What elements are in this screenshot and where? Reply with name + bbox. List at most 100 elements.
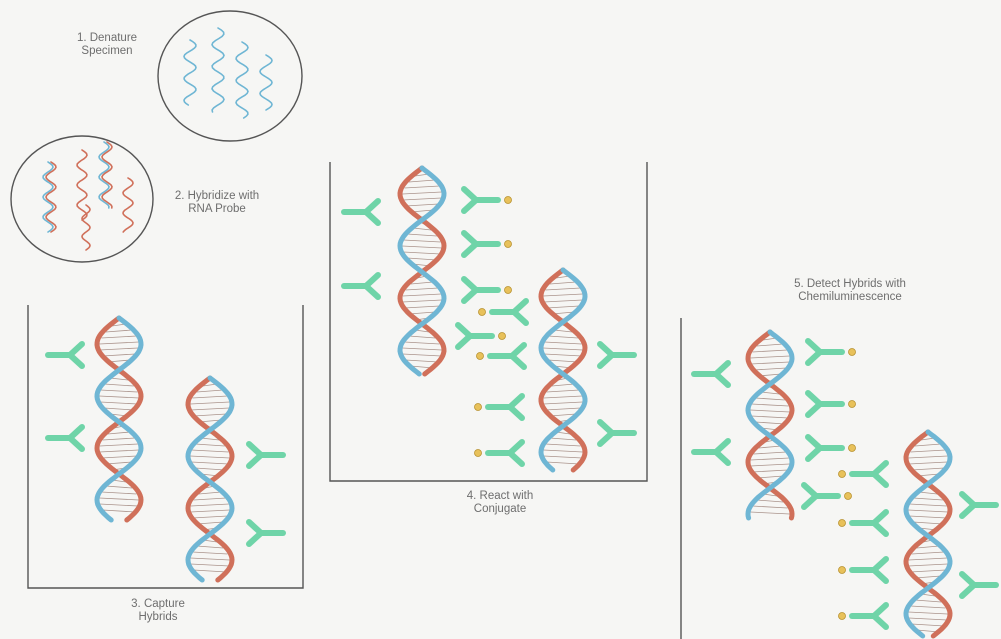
base-pair-rung bbox=[407, 233, 437, 237]
base-pair-rung bbox=[752, 505, 788, 509]
base-pair-rung bbox=[404, 185, 440, 189]
base-pair-rung bbox=[911, 551, 945, 555]
conjugate-label-dot bbox=[838, 470, 846, 478]
capture-antibody bbox=[341, 198, 381, 226]
rna-probe-strand bbox=[185, 375, 235, 583]
single-strand-dna bbox=[42, 161, 54, 233]
conjugated-antibody bbox=[838, 460, 889, 488]
base-pair-rung bbox=[101, 335, 137, 339]
base-pair-rung bbox=[908, 611, 948, 615]
base-pair-rung bbox=[914, 443, 942, 447]
dna-helix bbox=[397, 165, 447, 377]
antibody-arm bbox=[805, 401, 823, 418]
base-pair-rung bbox=[190, 509, 230, 513]
base-pair-rung bbox=[549, 437, 577, 441]
dna-helix bbox=[185, 375, 235, 583]
antibody-arm bbox=[713, 371, 731, 388]
conjugated-antibody bbox=[838, 602, 889, 630]
base-pair-rung bbox=[753, 451, 787, 455]
step-5-label: 5. Detect Hybrids with Chemiluminescence bbox=[794, 278, 906, 303]
base-pair-rung bbox=[100, 389, 138, 393]
antibody-arm bbox=[461, 287, 479, 304]
base-pair-rung bbox=[192, 395, 228, 399]
base-pair-rung bbox=[196, 389, 224, 393]
base-pair-rung bbox=[402, 299, 442, 303]
base-pair-rung bbox=[410, 281, 434, 285]
base-pair-rung bbox=[402, 353, 442, 357]
antibody-arm bbox=[507, 404, 525, 421]
capture-antibody bbox=[597, 341, 637, 369]
rna-probe-strand bbox=[101, 141, 113, 209]
conjugated-antibody bbox=[474, 393, 525, 421]
hybridize-probe-circle bbox=[10, 135, 154, 263]
base-pair-rung bbox=[193, 413, 227, 417]
base-pair-rung bbox=[753, 367, 787, 371]
base-pair-rung bbox=[546, 461, 580, 465]
conjugate-label-dot bbox=[504, 286, 512, 294]
conjugated-antibody bbox=[476, 342, 527, 370]
base-pair-rung bbox=[543, 449, 583, 453]
antibody-arm bbox=[461, 241, 479, 258]
base-pair-rung bbox=[750, 409, 790, 413]
conjugate-label-dot bbox=[844, 492, 852, 500]
dna-helix bbox=[538, 267, 588, 473]
capture-well-outline bbox=[27, 305, 304, 589]
base-pair-rung bbox=[911, 623, 945, 627]
base-pair-rung bbox=[195, 443, 225, 447]
antibody-arm bbox=[805, 349, 823, 366]
base-pair-rung bbox=[544, 341, 582, 345]
dna-strand bbox=[903, 429, 953, 639]
base-pair-rung bbox=[105, 329, 133, 333]
conjugated-antibody bbox=[805, 390, 856, 418]
base-pair-rung bbox=[402, 245, 442, 249]
single-strand-dna bbox=[183, 39, 197, 106]
antibody-arm bbox=[461, 197, 479, 214]
step-3-label: 3. Capture Hybrids bbox=[131, 598, 185, 623]
base-pair-rung bbox=[755, 397, 785, 401]
rna-probe-strand bbox=[94, 315, 144, 523]
antibody-arm bbox=[363, 283, 381, 300]
base-pair-rung bbox=[751, 415, 789, 419]
conjugated-antibody bbox=[838, 509, 889, 537]
base-pair-rung bbox=[544, 353, 582, 357]
base-pair-rung bbox=[405, 203, 439, 207]
base-pair-rung bbox=[407, 257, 437, 261]
base-pair-rung bbox=[755, 421, 785, 425]
base-pair-rung bbox=[751, 403, 789, 407]
base-pair-rung bbox=[192, 515, 228, 519]
dna-helix bbox=[903, 429, 953, 639]
base-pair-rung bbox=[190, 401, 230, 405]
base-pair-rung bbox=[553, 329, 573, 333]
antibody-arm bbox=[597, 352, 615, 369]
base-pair-rung bbox=[910, 569, 946, 573]
base-pair-rung bbox=[914, 599, 942, 603]
base-pair-rung bbox=[104, 407, 134, 411]
base-pair-rung bbox=[99, 395, 139, 399]
capture-antibody bbox=[45, 424, 85, 452]
base-pair-rung bbox=[193, 569, 227, 573]
conjugate-label-dot bbox=[848, 348, 856, 356]
conjugated-antibody bbox=[474, 439, 525, 467]
base-pair-rung bbox=[198, 491, 222, 495]
base-pair-rung bbox=[100, 401, 138, 405]
base-pair-rung bbox=[403, 251, 441, 255]
base-pair-rung bbox=[99, 503, 139, 507]
antibody-arm bbox=[959, 502, 977, 519]
conjugate-label-dot bbox=[838, 519, 846, 527]
conjugate-label-dot bbox=[474, 403, 482, 411]
base-pair-rung bbox=[403, 239, 441, 243]
base-pair-rung bbox=[190, 407, 230, 411]
base-pair-rung bbox=[548, 335, 578, 339]
base-pair-rung bbox=[101, 455, 137, 459]
conjugate-label-dot bbox=[848, 444, 856, 452]
base-pair-rung bbox=[404, 305, 440, 309]
base-pair-rung bbox=[545, 287, 581, 291]
base-pair-rung bbox=[408, 335, 436, 339]
hybridized-strand-group bbox=[42, 141, 134, 251]
base-pair-rung bbox=[543, 401, 583, 405]
step-4-label: 4. React with Conjugate bbox=[466, 490, 534, 515]
base-pair-rung bbox=[909, 503, 947, 507]
conjugated-antibody bbox=[801, 482, 852, 510]
base-pair-rung bbox=[913, 497, 943, 501]
